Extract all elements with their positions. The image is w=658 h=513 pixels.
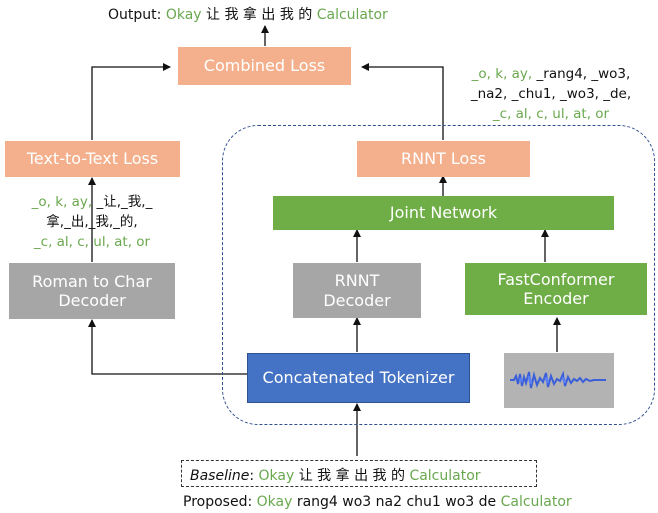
baseline-calculator: Calculator (409, 468, 481, 484)
audio-waveform-image (504, 353, 614, 408)
roman-decoder-line-2: Decoder (58, 291, 126, 310)
left-token-sequence: _o, k, ay, _让,_我,_ 拿,_出,_我,_的, _c, al, c… (12, 192, 172, 252)
left-token-line-1: _o, k, ay, _让,_我,_ (31, 194, 153, 210)
text-to-text-loss-box: Text-to-Text Loss (5, 141, 180, 177)
output-okay: Okay (165, 7, 202, 23)
left-token-line-2: 拿,_出,_我,_的, (46, 214, 138, 230)
concatenated-tokenizer-label: Concatenated Tokenizer (262, 368, 455, 388)
baseline-okay: Okay (258, 468, 295, 484)
rnnt-model-region (222, 125, 655, 425)
encoder-line-2: Encoder (523, 289, 589, 308)
output-text: Output: Okay 让 我 拿 出 我 的 Calculator (108, 4, 388, 24)
roman-decoder-line-1: Roman to Char (32, 271, 152, 291)
left-token-line-3: _c, al, c, ul, at, or (33, 234, 151, 250)
proposed-label: Proposed: (183, 494, 257, 510)
arrow-tokenizer-to-roman-decoder (88, 319, 247, 375)
right-token-line-2: _na2, _chu1, _wo3, _de, (470, 86, 632, 102)
concatenated-tokenizer-box: Concatenated Tokenizer (247, 353, 470, 403)
text-to-text-loss-label: Text-to-Text Loss (26, 149, 159, 169)
proposed-text: Proposed: Okay rang4 wo3 na2 chu1 wo3 de… (183, 494, 572, 510)
right-token-sequence: _o, k, ay, _rang4, _wo3, _na2, _chu1, _w… (446, 64, 656, 124)
right-token-line-1: _o, k, ay, _rang4, _wo3, (471, 66, 631, 82)
rnnt-decoder-box: RNNT Decoder (293, 263, 421, 318)
proposed-okay: Okay (256, 494, 293, 510)
roman-to-char-decoder-box: Roman to Char Decoder (9, 263, 175, 319)
fastconformer-encoder-box: FastConformer Encoder (465, 263, 647, 315)
baseline-text: Baseline: Okay 让 我 拿 出 我 的 Calculator (190, 468, 481, 484)
output-chinese: 让 我 拿 出 我 的 (201, 7, 317, 23)
right-token-line-3: _c, al, c, ul, at, or (492, 106, 610, 122)
baseline-input-box (181, 460, 537, 487)
proposed-middle: rang4 wo3 na2 chu1 wo3 de (292, 494, 501, 510)
rnnt-loss-label: RNNT Loss (400, 149, 486, 169)
joint-network-label: Joint Network (389, 203, 498, 223)
rnnt-decoder-line-1: RNNT (334, 271, 380, 291)
rnnt-loss-box: RNNT Loss (357, 141, 530, 177)
rnnt-decoder-line-2: Decoder (323, 290, 391, 310)
baseline-chinese: 让 我 拿 出 我 的 (294, 468, 410, 484)
encoder-line-1: FastConformer (497, 269, 615, 289)
combined-loss-label: Combined Loss (203, 56, 326, 76)
arrow-rnnt-loss-to-combined (361, 63, 444, 140)
combined-loss-box: Combined Loss (178, 47, 351, 85)
output-prefix: Output: (108, 7, 166, 23)
output-calculator: Calculator (316, 7, 388, 23)
arrow-t2t-to-combined (91, 63, 171, 140)
joint-network-box: Joint Network (273, 196, 614, 230)
baseline-label: Baseline (190, 468, 250, 484)
proposed-calculator: Calculator (500, 494, 572, 510)
waveform-icon (510, 370, 606, 389)
